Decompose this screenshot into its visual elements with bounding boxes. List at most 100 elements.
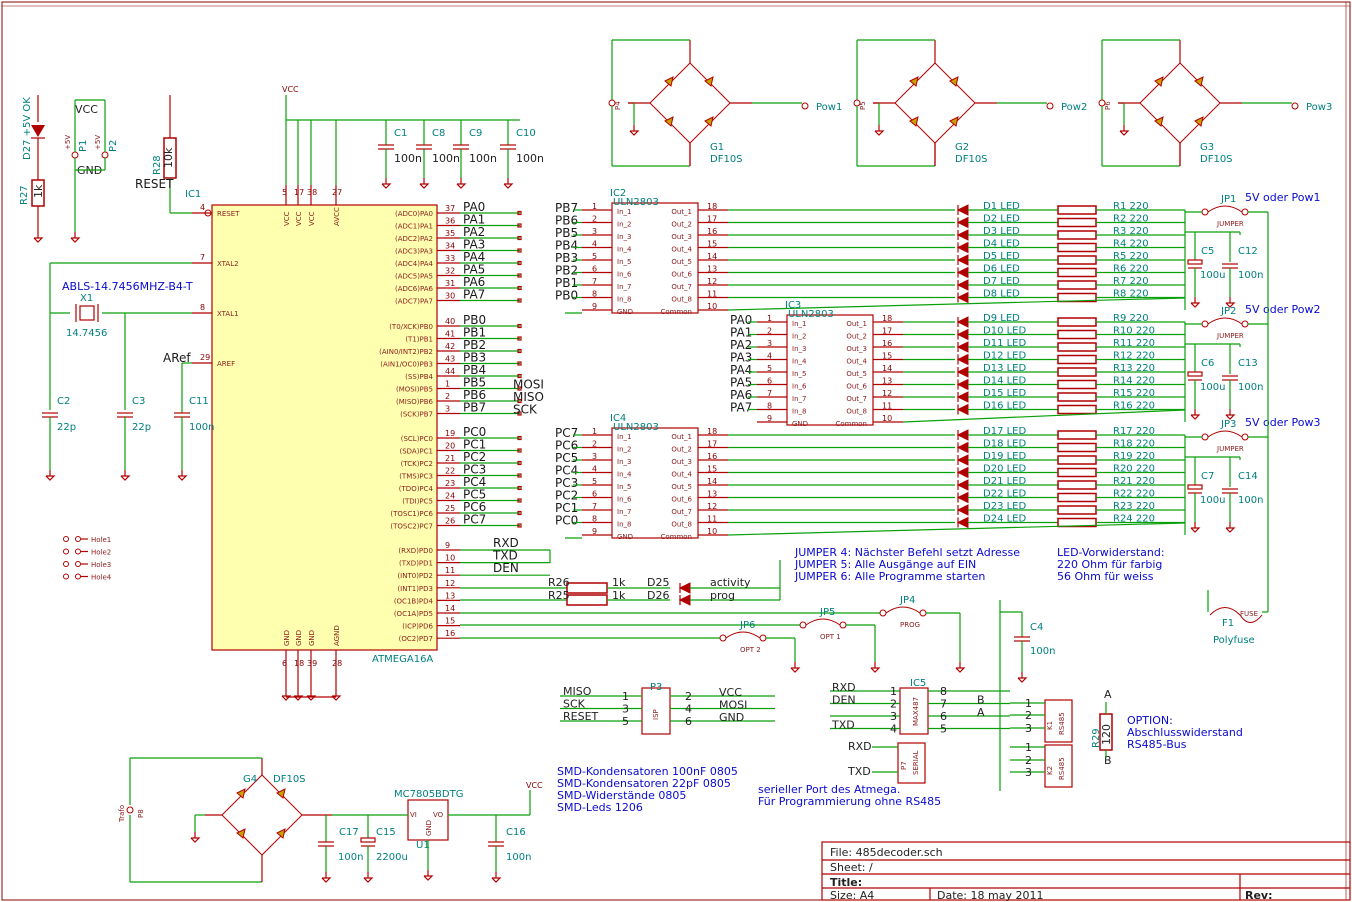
uln-out-num: 14 bbox=[707, 252, 717, 261]
net-end bbox=[517, 323, 522, 329]
rs485-connector-k2 bbox=[1044, 744, 1073, 788]
atmega16a-chip bbox=[211, 204, 438, 651]
ic1-pin-name: (OC1A)PD5 bbox=[394, 610, 433, 618]
p2-plus: +5V bbox=[94, 135, 102, 150]
g4-ref: G4 bbox=[243, 774, 257, 785]
cap-ref: C12 bbox=[1238, 246, 1258, 257]
res-ref: R10 220 bbox=[1113, 326, 1155, 337]
p7-name: SERIAL bbox=[912, 750, 920, 775]
cap-val: 100u bbox=[1200, 270, 1225, 281]
title-file: File: 485decoder.sch bbox=[830, 846, 943, 859]
cap-val: 100n bbox=[1238, 270, 1263, 281]
p1-plus: +5V bbox=[64, 135, 72, 150]
led-ref: D15 LED bbox=[983, 388, 1026, 399]
ic1-pin-name: (SCL)PC0 bbox=[401, 435, 433, 443]
pd-net-label: TXD bbox=[492, 549, 518, 563]
uln-net: PA6 bbox=[730, 388, 752, 402]
jumper bbox=[1207, 430, 1243, 438]
led-resistor bbox=[1057, 492, 1097, 503]
jumper-name: OPT 1 bbox=[820, 633, 841, 641]
led-resistor bbox=[1057, 354, 1097, 365]
uln-net: PC6 bbox=[555, 439, 578, 453]
net-label: PC4 bbox=[463, 475, 486, 489]
led-resistor bbox=[1057, 430, 1097, 440]
driver-led bbox=[956, 454, 969, 466]
jumper-name: OPT 2 bbox=[740, 646, 761, 654]
r29-a: A bbox=[1104, 688, 1112, 701]
jumper-pad bbox=[1241, 433, 1249, 441]
uln-in-name: In_3 bbox=[617, 233, 631, 241]
led-ref: D12 LED bbox=[983, 351, 1026, 362]
cap-ref: C10 bbox=[516, 128, 536, 139]
ic1-pin-num: 23 bbox=[445, 479, 455, 488]
uln-out-num: 13 bbox=[707, 490, 717, 499]
uln-net: PB6 bbox=[555, 214, 578, 228]
mounting-hole bbox=[63, 548, 69, 555]
c16-val: 100n bbox=[506, 852, 531, 863]
led-ref: D23 LED bbox=[983, 501, 1026, 512]
net-label-extra: MOSI bbox=[513, 378, 544, 392]
cap-ref: C6 bbox=[1201, 358, 1214, 369]
cap-val: 100n bbox=[516, 152, 544, 165]
ic1-pin-name: AGND bbox=[333, 625, 341, 646]
cap-ref: C14 bbox=[1238, 471, 1258, 482]
net-label: PC1 bbox=[463, 438, 486, 452]
bridge-rectifier bbox=[894, 62, 976, 144]
ic5-pin: 4 bbox=[890, 723, 897, 736]
r26-val: 1k bbox=[612, 576, 626, 589]
uln-in-name: In_6 bbox=[792, 383, 807, 391]
led-ref: D21 LED bbox=[983, 476, 1026, 487]
pow-label: Pow1 bbox=[816, 102, 842, 113]
ic5-pin: 2 bbox=[890, 698, 897, 711]
c11-val: 100n bbox=[189, 422, 214, 433]
reset-inverter bbox=[204, 209, 212, 217]
ic1-pin-name: (ADC3)PA3 bbox=[395, 248, 433, 256]
serial-connector bbox=[897, 742, 926, 784]
led-ref: D8 LED bbox=[983, 289, 1020, 300]
driver-led bbox=[956, 241, 969, 254]
ic1-pin-num: 15 bbox=[445, 617, 455, 626]
led-ref: D7 LED bbox=[983, 276, 1020, 287]
ic1-part: ATMEGA16A bbox=[372, 654, 433, 665]
r25-resistor bbox=[566, 594, 608, 606]
ic1-pin-name: (AIN0/INT2)PB2 bbox=[379, 348, 433, 356]
ic5-net: DEN bbox=[832, 694, 856, 707]
uln-gnd-num: 9 bbox=[592, 302, 597, 311]
uln-out-num: 13 bbox=[882, 377, 892, 386]
uln-in-name: In_8 bbox=[617, 296, 631, 304]
ic1-pin-name: XTAL2 bbox=[217, 260, 239, 268]
ic1-pin-name: (ICP)PD6 bbox=[402, 623, 433, 631]
led-resistor bbox=[1057, 379, 1097, 390]
uln-in-num: 6 bbox=[767, 377, 772, 386]
uln-in-name: In_5 bbox=[792, 370, 806, 378]
bridge-diode bbox=[276, 828, 286, 839]
net-label: PC5 bbox=[463, 488, 486, 502]
uln-gnd: GND bbox=[617, 308, 633, 316]
crystal-ref: X1 bbox=[80, 293, 93, 304]
ic1-pin-num: 29 bbox=[200, 353, 210, 362]
bridge-rectifier bbox=[649, 62, 731, 144]
ic1-pin-num: 3 bbox=[445, 405, 450, 414]
uln-out-name: Out_5 bbox=[671, 483, 692, 491]
driver-led bbox=[956, 216, 969, 229]
driver-led bbox=[956, 291, 969, 304]
bridge-diode bbox=[236, 828, 246, 839]
ic1-pin-name: (TDI)PC5 bbox=[402, 498, 433, 506]
bridge-diode bbox=[909, 76, 919, 87]
ic1-pin-num: 10 bbox=[445, 554, 455, 563]
uln-in-name: In_2 bbox=[617, 446, 631, 454]
ic1-pin-num: 32 bbox=[445, 267, 455, 276]
jumper-label: 5V oder Pow1 bbox=[1245, 191, 1321, 204]
ic1-pin-name: (TOSC2)PC7 bbox=[390, 523, 433, 531]
led-resistor bbox=[1057, 480, 1097, 490]
rs485-pin: 3 bbox=[1025, 722, 1032, 735]
bridge-gnd bbox=[1119, 130, 1130, 136]
uln-net: PA5 bbox=[730, 376, 752, 390]
title-size: Size: A4 bbox=[830, 889, 874, 902]
uln-in-name: In_8 bbox=[617, 521, 631, 529]
ic1-pin-num: 17 bbox=[294, 188, 304, 197]
d25-ref: D25 bbox=[647, 576, 669, 589]
bridge-conn: P5 bbox=[859, 101, 867, 110]
ic1-pin-num: 14 bbox=[445, 604, 455, 613]
led-ref: D18 LED bbox=[983, 439, 1026, 450]
